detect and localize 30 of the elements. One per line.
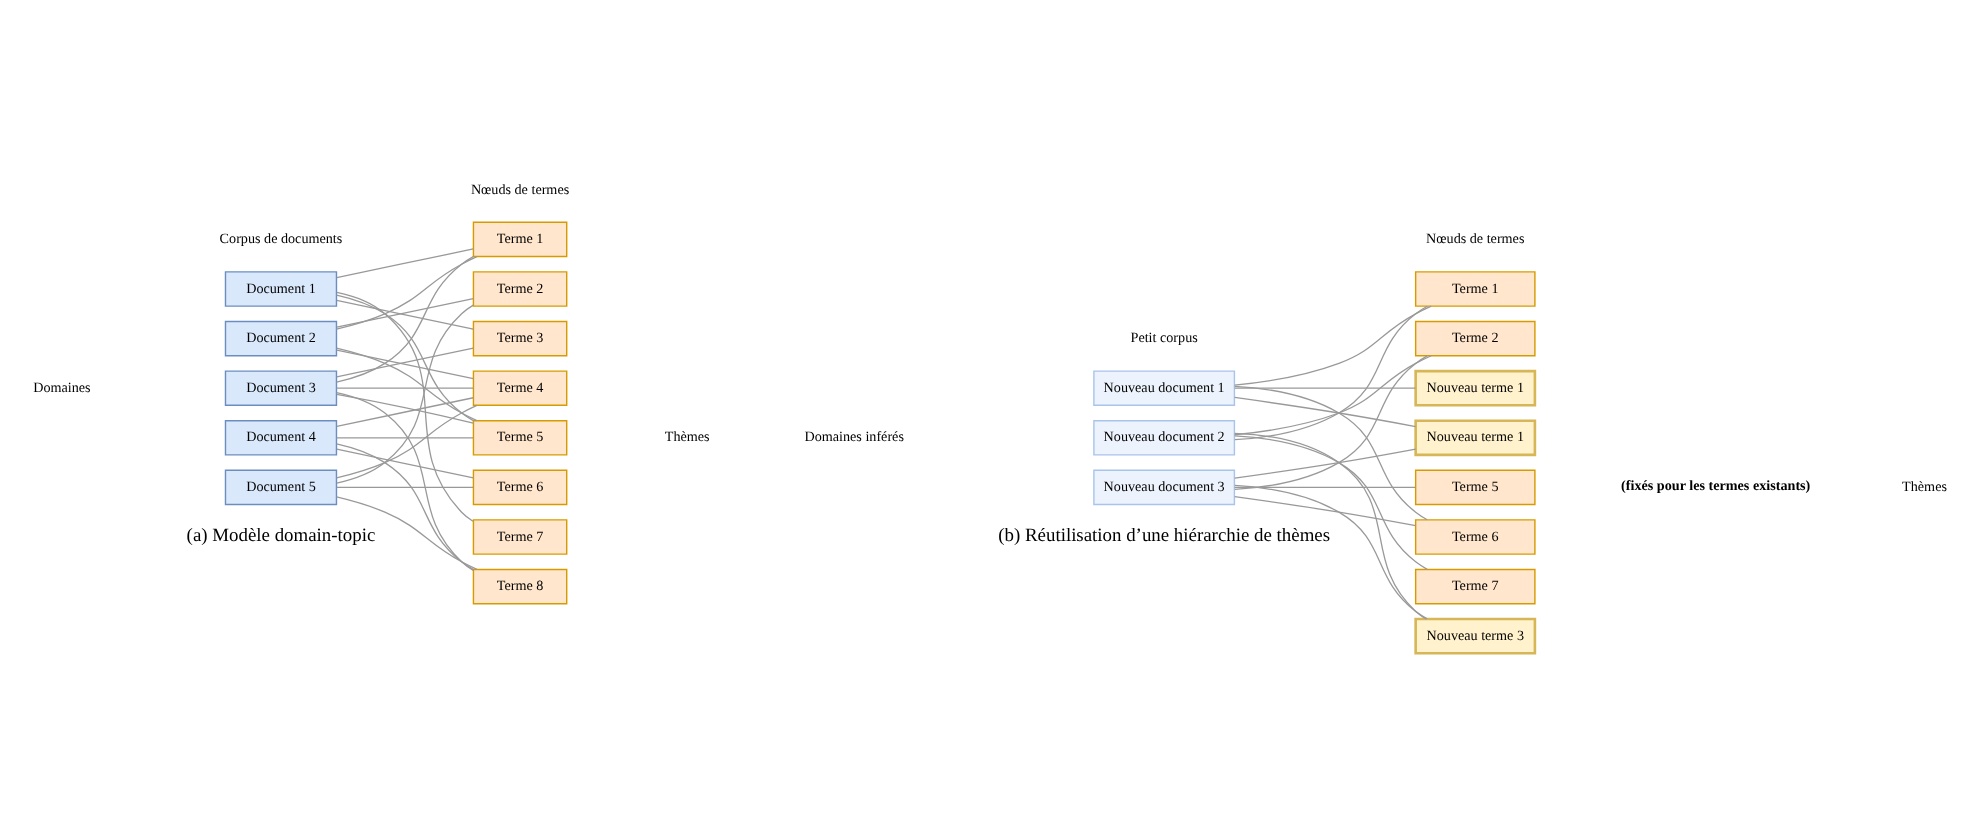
- connector: [336, 442, 474, 570]
- connector: [1234, 304, 1428, 440]
- connector: [1234, 434, 1428, 569]
- connector: [1234, 386, 1417, 388]
- connector: [335, 346, 478, 421]
- connector: [1234, 447, 1417, 478]
- label: (b) Réutilisation d’une hiérarchie de thèmes: [998, 526, 1331, 547]
- connector: [336, 247, 474, 278]
- connector: [1234, 395, 1417, 427]
- connector: [1234, 384, 1428, 520]
- label: (a) Modèle domain-topic: [186, 526, 376, 547]
- connector: [1234, 485, 1417, 488]
- connector: [336, 390, 474, 571]
- connector: [1234, 354, 1428, 489]
- connector: [336, 436, 474, 438]
- connector: [1234, 495, 1417, 526]
- connector: [1233, 304, 1432, 385]
- connector: [336, 303, 474, 483]
- connector: [336, 485, 474, 488]
- connector: [336, 447, 474, 478]
- connector: [335, 495, 478, 569]
- connector: [1233, 431, 1427, 619]
- connector: [336, 290, 474, 521]
- connector: [1234, 483, 1428, 619]
- connector: [1233, 354, 1432, 435]
- connector: [335, 403, 478, 478]
- connector: [336, 254, 474, 382]
- connector: [335, 255, 478, 329]
- connector: [336, 386, 474, 388]
- connector: [336, 293, 474, 421]
